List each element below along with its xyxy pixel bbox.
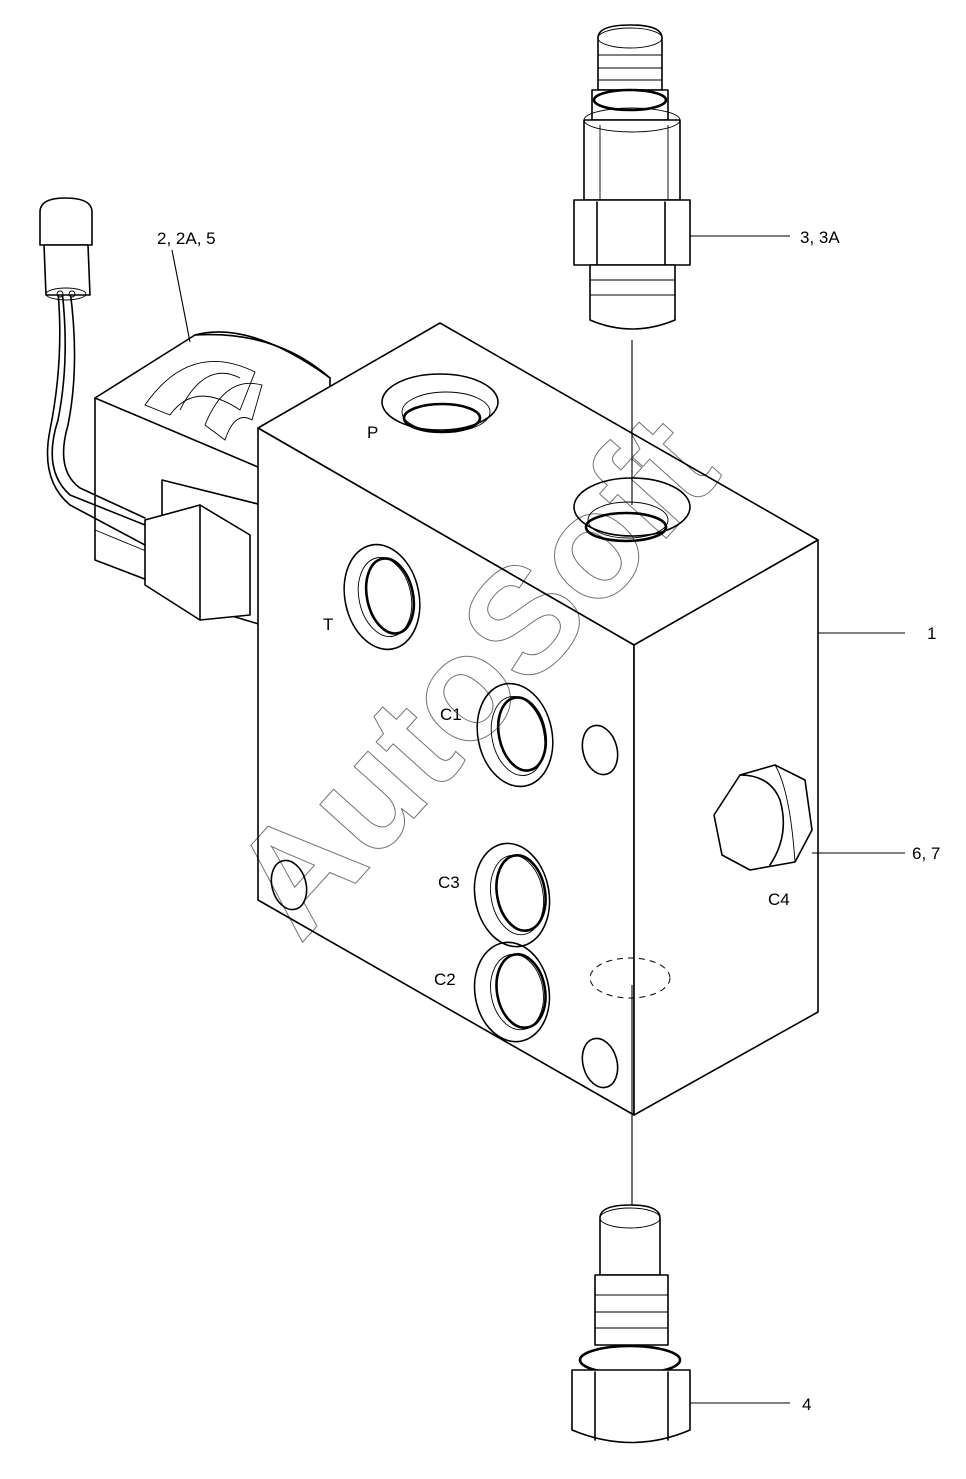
solenoid-wires (39, 197, 146, 546)
port-label-c1: C1 (440, 705, 462, 724)
mounting-hole (581, 724, 619, 776)
port-label-t: T (323, 615, 333, 634)
port-t-hole (343, 543, 421, 651)
callout-cartridge-top: 3, 3A (800, 228, 840, 247)
c4-plug (713, 764, 813, 871)
hidden-cavity (589, 957, 671, 999)
valve-block (257, 322, 819, 1116)
solenoid-connector (144, 479, 263, 626)
callout-solenoid: 2, 2A, 5 (157, 229, 216, 248)
mounting-hole (270, 859, 308, 911)
port-c1-hole (476, 682, 554, 788)
port-label-c4: C4 (768, 890, 790, 909)
callout-plug: 6, 7 (912, 844, 940, 863)
leader-solenoid (171, 249, 191, 343)
port-c3-hole (473, 842, 551, 948)
callout-body: 1 (927, 624, 936, 643)
port-label-c3: C3 (438, 873, 460, 892)
port-label-c2: C2 (434, 970, 456, 989)
bottom-cartridge (571, 985, 790, 1444)
port-label-p: P (367, 423, 378, 442)
mounting-hole (581, 1037, 619, 1089)
port-c2-hole (473, 941, 551, 1043)
top-cartridge (573, 24, 790, 505)
callout-cartridge-bottom: 4 (802, 1395, 811, 1414)
port-p-hole (381, 373, 499, 434)
